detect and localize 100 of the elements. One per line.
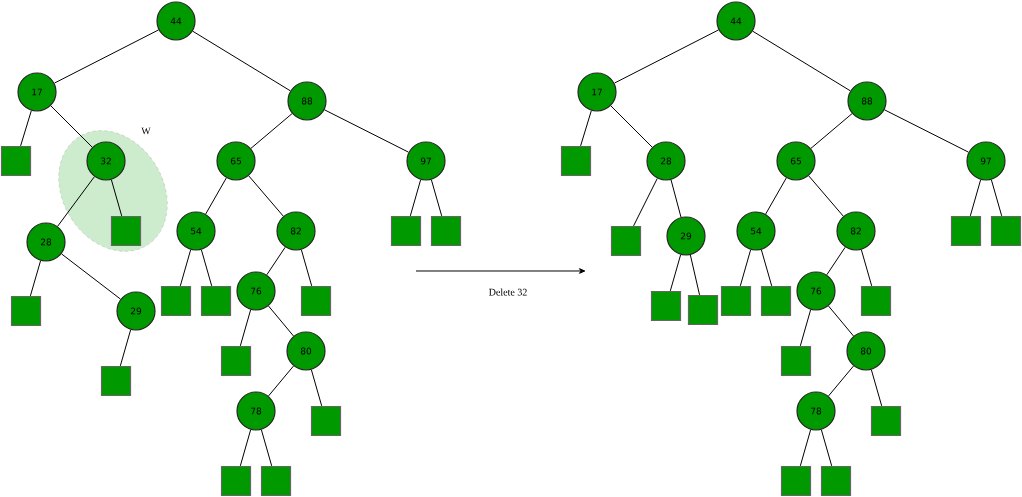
circle-node: 88 [847, 81, 887, 121]
circle-node: 65 [776, 141, 816, 181]
tree-edge [990, 179, 1003, 217]
circle-node: 29 [666, 216, 706, 256]
tree-edge [810, 113, 853, 149]
leaf-square [760, 285, 792, 317]
tree-edge [268, 305, 294, 337]
leaf-square [160, 285, 192, 317]
tree-edge [799, 309, 812, 347]
tree-edge [669, 254, 682, 292]
tree-edge [752, 30, 851, 92]
tree-edge [179, 249, 192, 287]
tree-edge [250, 113, 293, 149]
leaf-square [687, 294, 719, 326]
circle-node: 44 [156, 1, 196, 41]
tree-edge [61, 253, 121, 300]
tree-edge [820, 429, 833, 467]
leaf-square [220, 345, 252, 377]
tree-edge [57, 176, 95, 227]
circle-node: 17 [577, 72, 617, 112]
circle-node: 17 [17, 72, 57, 112]
circle-node: 97 [406, 141, 446, 181]
leaf-square [820, 465, 852, 497]
tree-edge [192, 30, 291, 92]
leaf-square [390, 215, 422, 247]
tree-edge [610, 105, 653, 148]
leaf-square [310, 405, 342, 437]
tree-edge [689, 254, 701, 296]
leaf-square [220, 465, 252, 497]
leaf-square [860, 285, 892, 317]
circle-node: 54 [736, 211, 776, 251]
leaf-square [260, 465, 292, 497]
tree-edge [50, 105, 93, 148]
circle-node: 97 [966, 141, 1006, 181]
ellipse-label: W [141, 127, 151, 135]
tree-edge [200, 249, 213, 287]
leaf-square [870, 405, 902, 437]
tree-edge [808, 175, 844, 217]
tree-edge [828, 365, 854, 397]
circle-node: 88 [287, 81, 327, 121]
leaf-square [100, 365, 132, 397]
circle-node: 76 [236, 271, 276, 311]
tree-edge [828, 305, 854, 337]
tree-edge [205, 177, 227, 215]
circle-node: 28 [26, 222, 66, 262]
circle-node: 82 [836, 211, 876, 251]
tree-edge [799, 429, 812, 467]
leaf-square [430, 215, 462, 247]
tree-edge [310, 369, 323, 407]
tree-edge [760, 249, 773, 287]
operation-label: Delete 32 [489, 288, 527, 296]
tree-edge [266, 246, 286, 276]
tree-edge [324, 109, 409, 153]
tree-edge [613, 29, 720, 84]
leaf-square [780, 465, 812, 497]
tree-edge [409, 179, 422, 217]
circle-node: 76 [796, 271, 836, 311]
leaf-square [950, 215, 982, 247]
tree-edge [239, 309, 252, 347]
tree-edge [633, 178, 658, 227]
leaf-square [720, 285, 752, 317]
leaf-square [200, 285, 232, 317]
tree-edge [268, 365, 294, 397]
circle-node: 78 [796, 391, 836, 431]
tree-edge [670, 179, 682, 218]
circle-node: 65 [216, 141, 256, 181]
tree-edge [580, 110, 592, 147]
leaf-square [780, 345, 812, 377]
tree-edge [248, 175, 284, 217]
tree-edge [860, 249, 873, 287]
leaf-square [10, 295, 42, 327]
tree-edge [884, 109, 969, 153]
leaf-square [110, 215, 142, 247]
tree-edge [739, 249, 752, 287]
circle-node: 54 [176, 211, 216, 251]
tree-edge [20, 110, 32, 147]
leaf-square [610, 225, 642, 257]
tree-edge [765, 177, 787, 215]
leaf-square [650, 290, 682, 322]
tree-edge [826, 246, 846, 276]
tree-edge [119, 329, 132, 367]
circle-node: 82 [276, 211, 316, 251]
tree-edge [430, 179, 443, 217]
circle-node: 29 [116, 291, 156, 331]
circle-node: 28 [646, 141, 686, 181]
circle-node: 32 [86, 141, 126, 181]
leaf-square [560, 145, 592, 177]
tree-edge [53, 29, 160, 84]
circle-node: 80 [286, 331, 326, 371]
tree-edge [29, 260, 42, 297]
tree-edge [260, 429, 273, 467]
tree-edge [300, 249, 313, 287]
circle-node: 44 [716, 1, 756, 41]
circle-node: 80 [846, 331, 886, 371]
leaf-square [990, 215, 1022, 247]
circle-node: 78 [236, 391, 276, 431]
tree-edge [969, 179, 982, 217]
tree-edge [239, 429, 252, 467]
tree-edge [870, 369, 883, 407]
tree-edge [110, 179, 123, 217]
